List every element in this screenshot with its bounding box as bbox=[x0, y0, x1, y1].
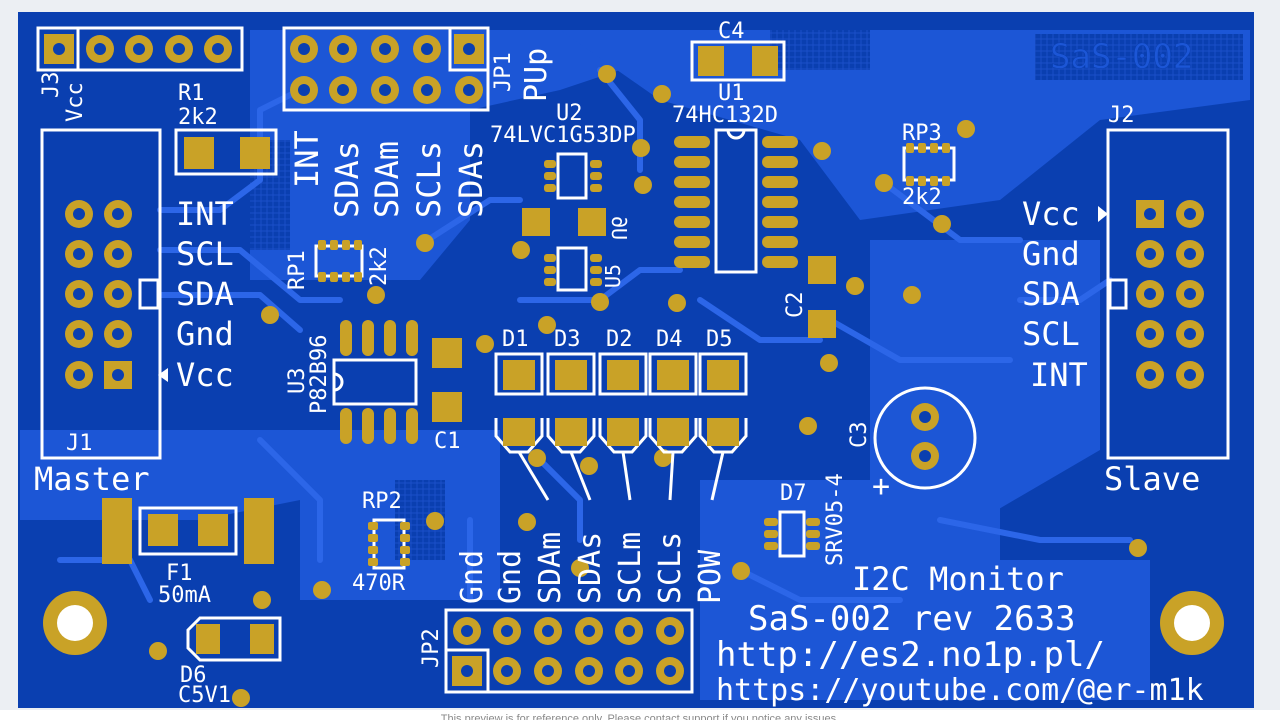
board-revision: SaS-002 rev 2633 bbox=[748, 599, 1076, 639]
board-title: SaS-002 bbox=[1050, 37, 1193, 77]
u1-ic: U1 74HC132D bbox=[672, 81, 798, 274]
j2-pin-gnd: Gnd bbox=[1022, 235, 1080, 273]
j1-pin-int: INT bbox=[176, 195, 234, 233]
board-subtitle: I2C Monitor bbox=[852, 560, 1064, 598]
jp2-header: Gnd Gnd SDAm SDAs SCLm SCLs POW JP2 bbox=[419, 532, 728, 694]
j2-pin-int: INT bbox=[1030, 356, 1088, 394]
d7-ref: D7 bbox=[780, 481, 807, 506]
jp1-pin-sdas-2: SDAs bbox=[452, 141, 490, 218]
rp2-ref: RP2 bbox=[362, 489, 402, 514]
jp2-label-scls: SCLs bbox=[653, 532, 688, 604]
c2-capacitor: C2 bbox=[783, 256, 836, 338]
jp2-label-pow: POW bbox=[693, 549, 728, 604]
rp2-resistor-pack: RP2 470R bbox=[352, 489, 410, 596]
j1-pin-scl: SCL bbox=[176, 235, 234, 273]
traces bbox=[57, 67, 1133, 603]
f1-ref: F1 bbox=[166, 561, 193, 586]
led-ref-4: D5 bbox=[706, 327, 733, 352]
u6-component: U6 bbox=[522, 208, 631, 240]
u6-ref: U6 bbox=[607, 216, 631, 240]
j1-pin-gnd: Gnd bbox=[176, 315, 234, 353]
jp2-label-sdas: SDAs bbox=[573, 532, 608, 604]
j2-slave-connector: Vcc Gnd SDA SCL INT J2 Slave bbox=[1022, 103, 1230, 498]
board-info: I2C Monitor SaS-002 rev 2633 http://es2.… bbox=[716, 560, 1204, 708]
led-ref-0: D1 bbox=[502, 327, 529, 352]
j2-pin-scl: SCL bbox=[1022, 315, 1080, 353]
mounting-holes bbox=[43, 591, 1224, 655]
rp3-ref: RP3 bbox=[902, 121, 942, 146]
d7-tvs: D7 SRV05-4 bbox=[764, 473, 848, 566]
led-ref-2: D2 bbox=[606, 327, 633, 352]
d6-value: C5V1 bbox=[178, 683, 231, 708]
u2-ic: U2 74LVC1G53DP bbox=[490, 101, 636, 200]
u3-ref: U3 bbox=[285, 368, 310, 395]
rp1-resistor-pack: RP1 2k2 bbox=[285, 240, 392, 290]
u2-value: 74LVC1G53DP bbox=[490, 123, 636, 148]
j2-pin-vcc: Vcc bbox=[1022, 195, 1080, 233]
u5-component: U5 bbox=[544, 246, 625, 292]
u1-ref: U1 bbox=[718, 81, 745, 106]
j1-pin-sda: SDA bbox=[176, 275, 234, 313]
c3-ref: C3 bbox=[847, 422, 872, 449]
jp1-pin-scls: SCLs bbox=[410, 141, 448, 218]
rp1-value: 2k2 bbox=[367, 246, 392, 286]
u3-ic: U3 P82B96 bbox=[285, 320, 418, 444]
d6-ref: D6 bbox=[180, 663, 207, 688]
board-url-2: https://youtube.com/@er-m1k bbox=[716, 673, 1204, 708]
j1-ref: J1 bbox=[66, 431, 93, 456]
j1-title: Master bbox=[34, 460, 150, 498]
jp1-header: JP1 PUp INT SDAs SDAm SCLs SDAs bbox=[282, 26, 554, 218]
r1-resistor: R1 2k2 bbox=[174, 81, 278, 176]
c2-ref: C2 bbox=[783, 292, 808, 319]
preview-disclaimer: This preview is for reference only. Plea… bbox=[0, 710, 1280, 720]
u2-ref: U2 bbox=[556, 101, 583, 126]
u5-ref: U5 bbox=[601, 264, 625, 288]
jp1-pin-int: INT bbox=[288, 130, 326, 188]
f1-fuse: F1 50mA bbox=[102, 498, 274, 608]
rp2-value: 470R bbox=[352, 571, 406, 596]
f1-value: 50mA bbox=[158, 583, 211, 608]
jp2-label-gnd-1: Gnd bbox=[455, 550, 490, 604]
j2-title: Slave bbox=[1104, 460, 1200, 498]
jp2-ref: JP2 bbox=[419, 628, 444, 668]
d7-value: SRV05-4 bbox=[823, 473, 848, 566]
c3-capacitor: C3 + bbox=[847, 386, 977, 504]
j2-ref: J2 bbox=[1108, 103, 1135, 128]
rp3-value: 2k2 bbox=[902, 185, 942, 210]
c4-capacitor: C4 bbox=[690, 19, 786, 82]
c4-ref: C4 bbox=[718, 19, 745, 44]
vias bbox=[149, 65, 1147, 707]
r1-ref: R1 bbox=[178, 81, 205, 106]
u1-value: 74HC132D bbox=[672, 103, 778, 128]
jp2-label-sclm: SCLm bbox=[613, 532, 648, 604]
j3-ref: J3 bbox=[39, 72, 64, 99]
jp2-label-gnd-2: Gnd bbox=[493, 550, 528, 604]
rp3-resistor-pack: RP3 2k2 bbox=[902, 121, 956, 210]
c3-polarity: + bbox=[872, 469, 890, 504]
jp1-label: PUp bbox=[519, 48, 554, 102]
u3-value: P82B96 bbox=[307, 335, 332, 414]
led-array: D1 D3 D2 D4 D5 bbox=[494, 327, 748, 501]
jp1-pin-sdam: SDAm bbox=[368, 141, 406, 218]
j3-label: Vcc bbox=[63, 82, 88, 122]
jp1-ref: JP1 bbox=[491, 52, 516, 92]
board-url-1: http://es2.no1p.pl/ bbox=[716, 635, 1105, 675]
d6-zener: D6 C5V1 bbox=[178, 616, 282, 708]
jp2-label-sdam: SDAm bbox=[533, 532, 568, 604]
j3-header: J3 Vcc bbox=[36, 26, 244, 122]
led-ref-3: D4 bbox=[656, 327, 683, 352]
led-ref-1: D3 bbox=[554, 327, 581, 352]
j1-master-connector: INT SCL SDA Gnd Vcc J1 Master bbox=[34, 128, 234, 498]
j1-pin-vcc: Vcc bbox=[176, 356, 234, 394]
jp1-pin-sdas: SDAs bbox=[328, 141, 366, 218]
rp1-ref: RP1 bbox=[285, 250, 310, 290]
r1-value: 2k2 bbox=[178, 105, 218, 130]
j2-pin-sda: SDA bbox=[1022, 275, 1080, 313]
c1-capacitor: C1 bbox=[432, 338, 462, 454]
c1-ref: C1 bbox=[434, 429, 461, 454]
